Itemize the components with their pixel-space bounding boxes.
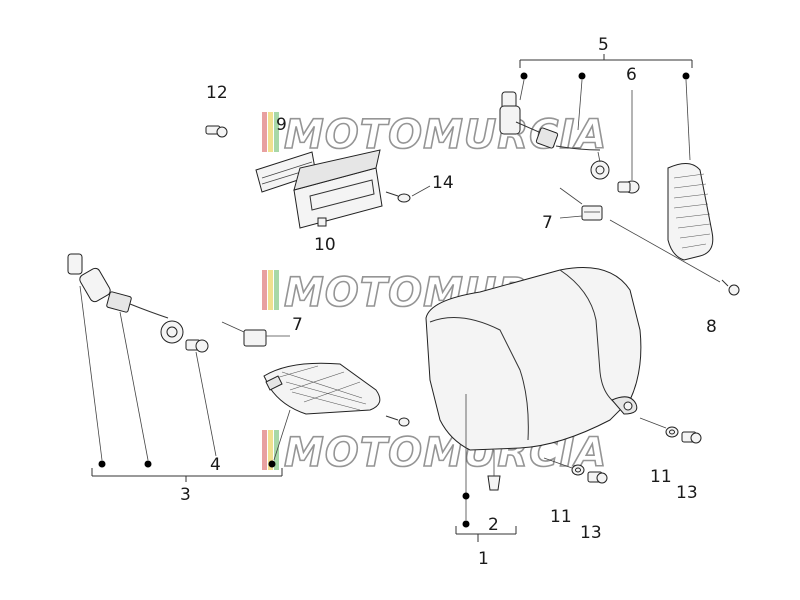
- callout-11-lower: 11: [550, 507, 572, 527]
- bulb-socket-top: [499, 91, 610, 180]
- watermark-text: MOTOMURCIA: [284, 112, 607, 158]
- bracket-3: [79, 285, 291, 482]
- screw-8: [609, 219, 740, 296]
- callout-3: 3: [180, 485, 191, 505]
- bulb-6: [617, 90, 640, 194]
- lens-right: [667, 163, 714, 261]
- callout-8: 8: [706, 317, 717, 337]
- bulb-socket-left: [67, 253, 184, 344]
- screw-12: [205, 125, 228, 138]
- callout-14: 14: [432, 173, 454, 193]
- clip-7-left: [221, 321, 290, 347]
- screw-14: [385, 185, 431, 203]
- washer-screw-upper: [639, 417, 702, 444]
- bracket-5: [519, 54, 693, 161]
- callout-6: 6: [626, 65, 637, 85]
- lens-left: [263, 362, 381, 415]
- screw-left-lens: [385, 415, 410, 427]
- callout-13-lower: 13: [580, 523, 602, 543]
- callout-1: 1: [478, 549, 489, 569]
- callout-2: 2: [488, 515, 499, 535]
- clip-7-right: [559, 187, 603, 221]
- bulb-4: [185, 339, 209, 353]
- callout-12: 12: [206, 83, 228, 103]
- callout-13-upper: 13: [676, 483, 698, 503]
- callout-9: 9: [276, 115, 287, 135]
- callout-11-upper: 11: [650, 467, 672, 487]
- callout-7-right: 7: [542, 213, 553, 233]
- housing-10: [293, 149, 383, 229]
- main-tail-housing: [425, 267, 642, 520]
- callout-5: 5: [598, 35, 609, 55]
- watermark-top: MOTOMURCIA: [262, 111, 607, 159]
- callout-10: 10: [314, 235, 336, 255]
- callout-7-left: 7: [292, 315, 303, 335]
- bracket-1: [455, 492, 517, 542]
- callout-4: 4: [210, 455, 221, 475]
- washer-screw-lower: [543, 457, 608, 484]
